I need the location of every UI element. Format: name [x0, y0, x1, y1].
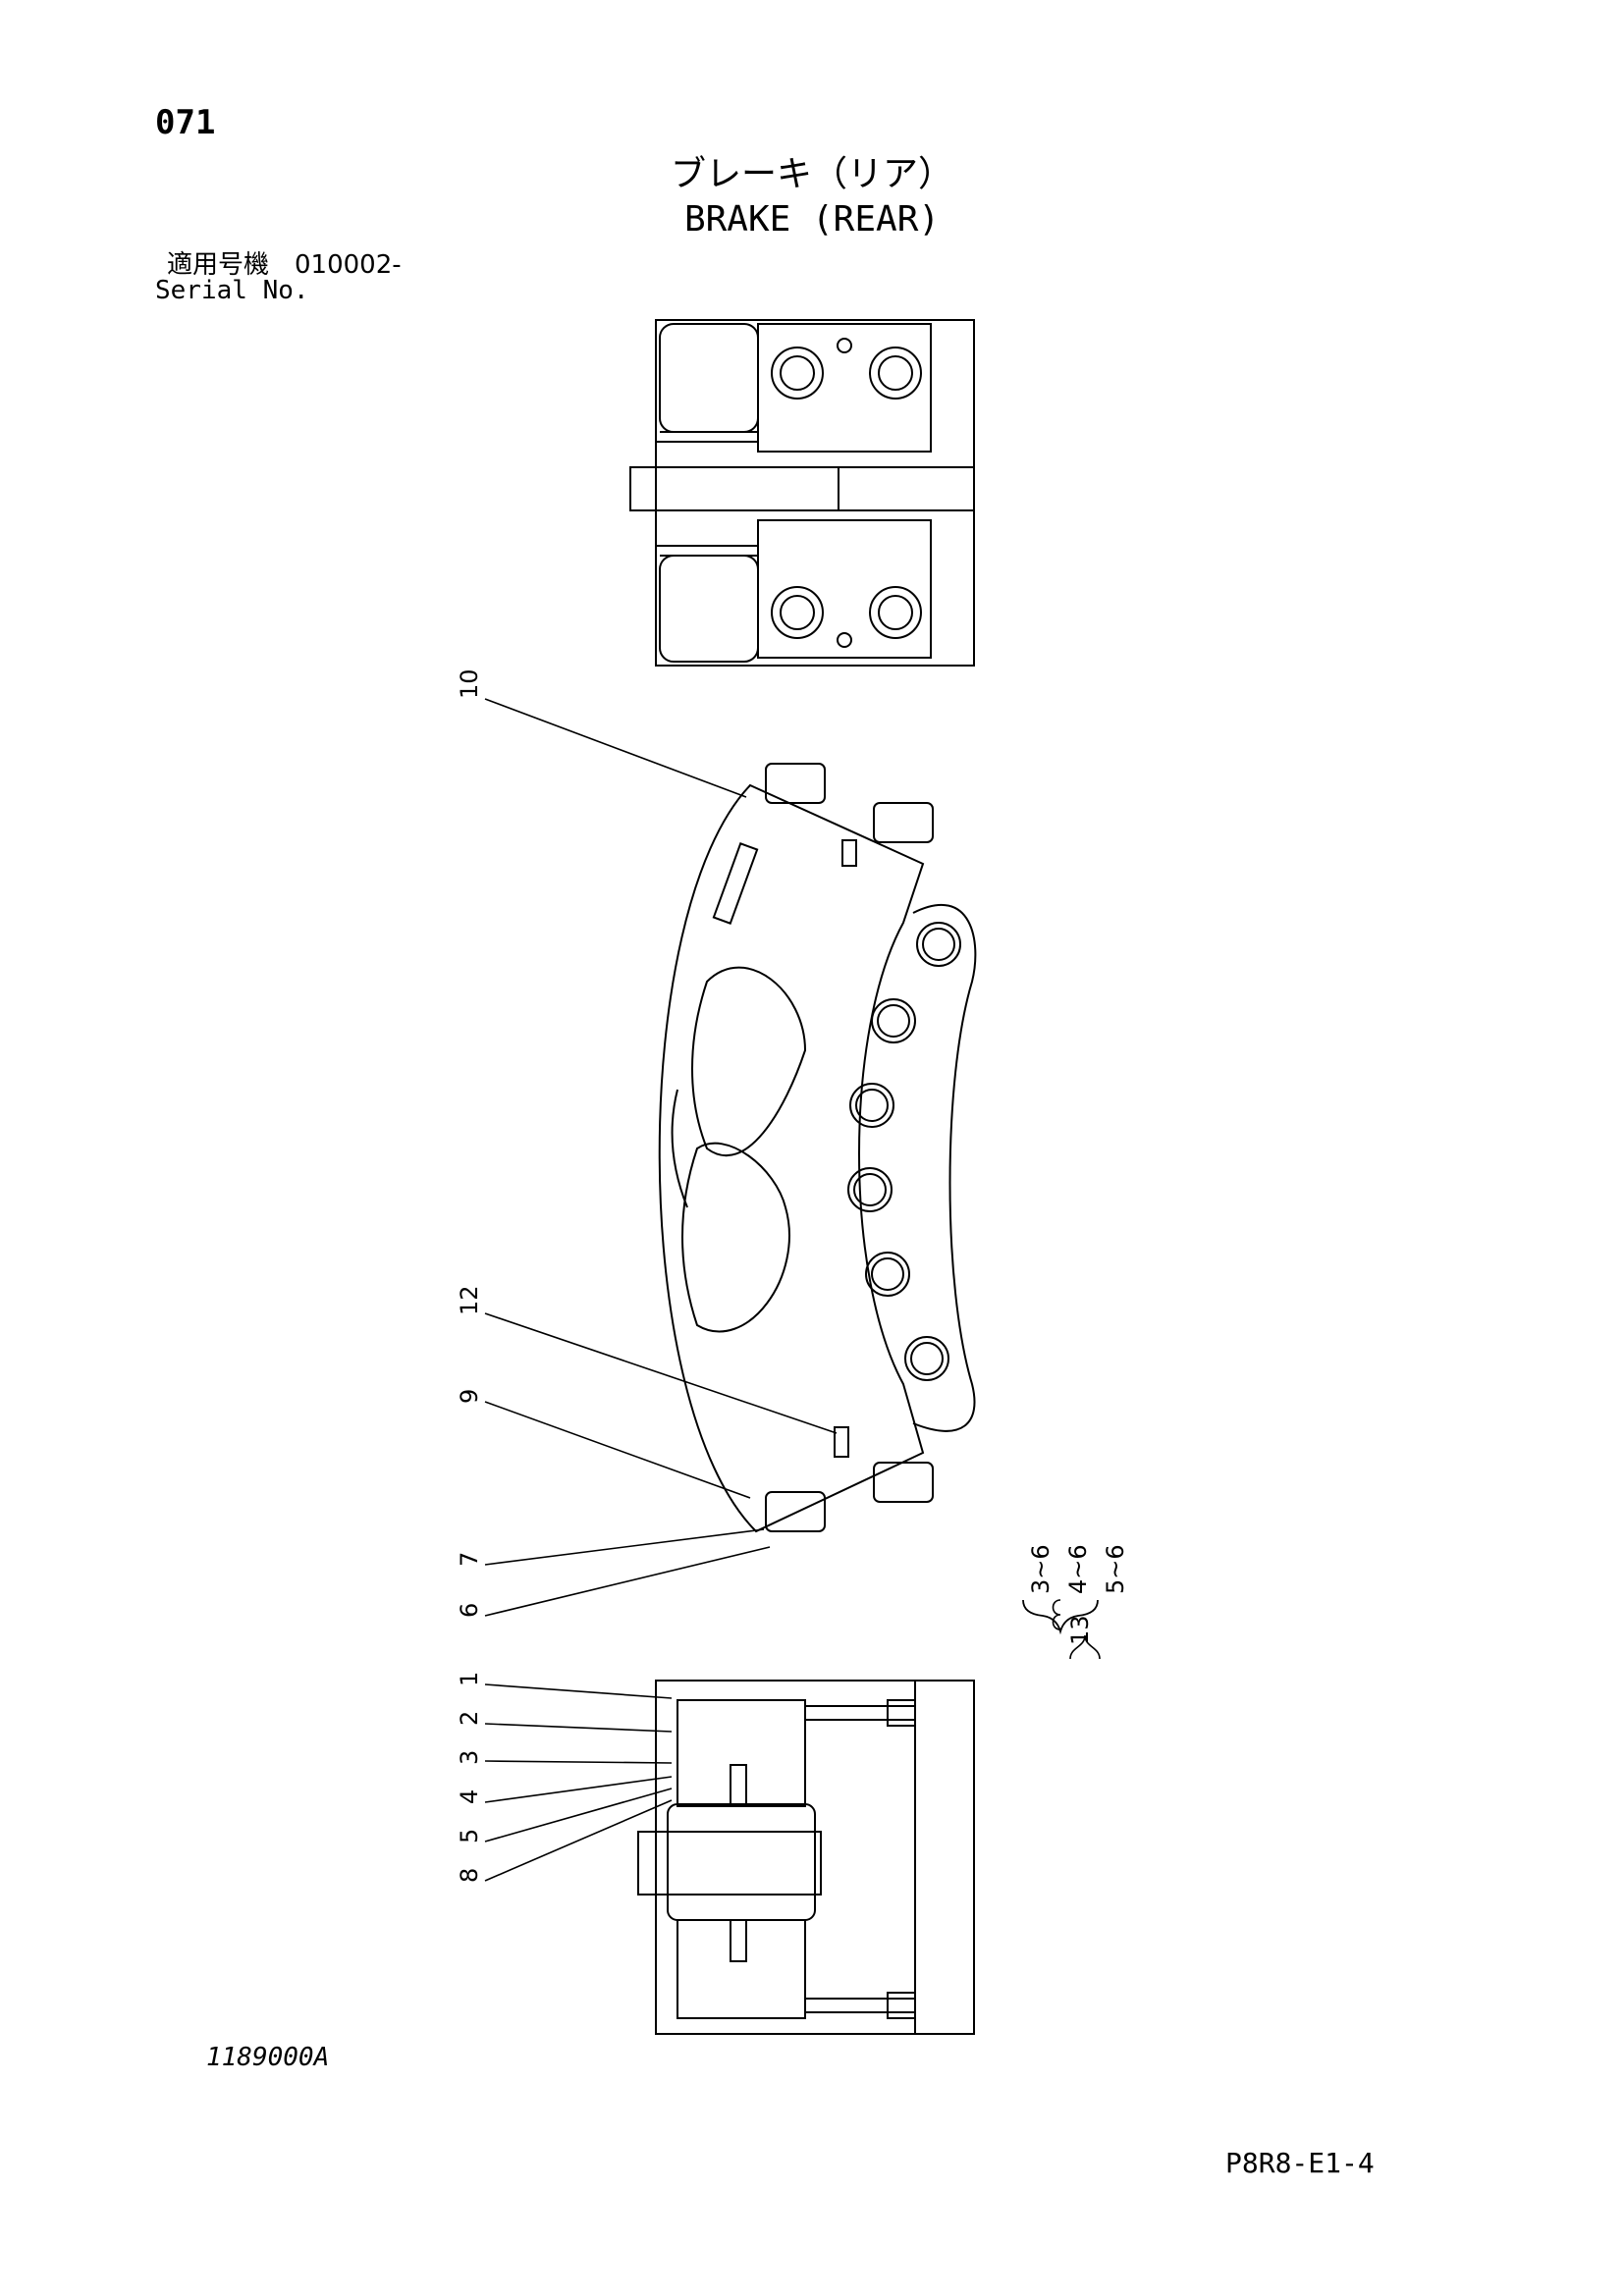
- callout-3: 3: [456, 1750, 483, 1765]
- callout-5: 5: [456, 1829, 483, 1843]
- drawing-number: 1189000A: [206, 2043, 330, 2072]
- callout-labels: 10 12 9 7 6 1 2 3 4 5 8 13 3~6 4~6 5~6: [456, 668, 1129, 1883]
- callout-9: 9: [456, 1389, 483, 1404]
- callout-4: 4: [456, 1789, 483, 1804]
- top-view: [629, 319, 975, 667]
- page-code: P8R8-E1-4: [1225, 2147, 1375, 2179]
- serial-label-japanese: 適用号機 010002-: [167, 250, 402, 280]
- callout-1: 1: [456, 1672, 483, 1686]
- caliper-piston-holes: [847, 922, 961, 1381]
- callout-7: 7: [456, 1552, 483, 1567]
- callout-10: 10: [456, 668, 483, 699]
- caliper-top-bolts: [765, 763, 934, 867]
- section-view: [637, 1680, 975, 2035]
- top-view-bolts: [771, 338, 922, 648]
- serial-label-english: Serial No.: [155, 276, 309, 305]
- kit-item-3: 5~6: [1102, 1544, 1129, 1594]
- callout-6: 6: [456, 1603, 483, 1618]
- callout-12: 12: [456, 1285, 483, 1315]
- kit-number: 13: [1066, 1615, 1094, 1645]
- page-number: 071: [155, 103, 216, 142]
- caliper-main-view: [658, 763, 977, 1533]
- kit-brace: [1022, 1599, 1099, 1635]
- callout-2: 2: [456, 1711, 483, 1726]
- kit-item-1: 3~6: [1027, 1544, 1055, 1594]
- title-japanese: ブレーキ（リア）: [670, 154, 953, 194]
- kit-item-2: 4~6: [1064, 1544, 1092, 1594]
- title-english: BRAKE (REAR): [683, 199, 941, 240]
- callout-8: 8: [456, 1868, 483, 1883]
- leader-lines: [484, 698, 1101, 1882]
- caliper-bottom-bolts: [765, 1426, 934, 1532]
